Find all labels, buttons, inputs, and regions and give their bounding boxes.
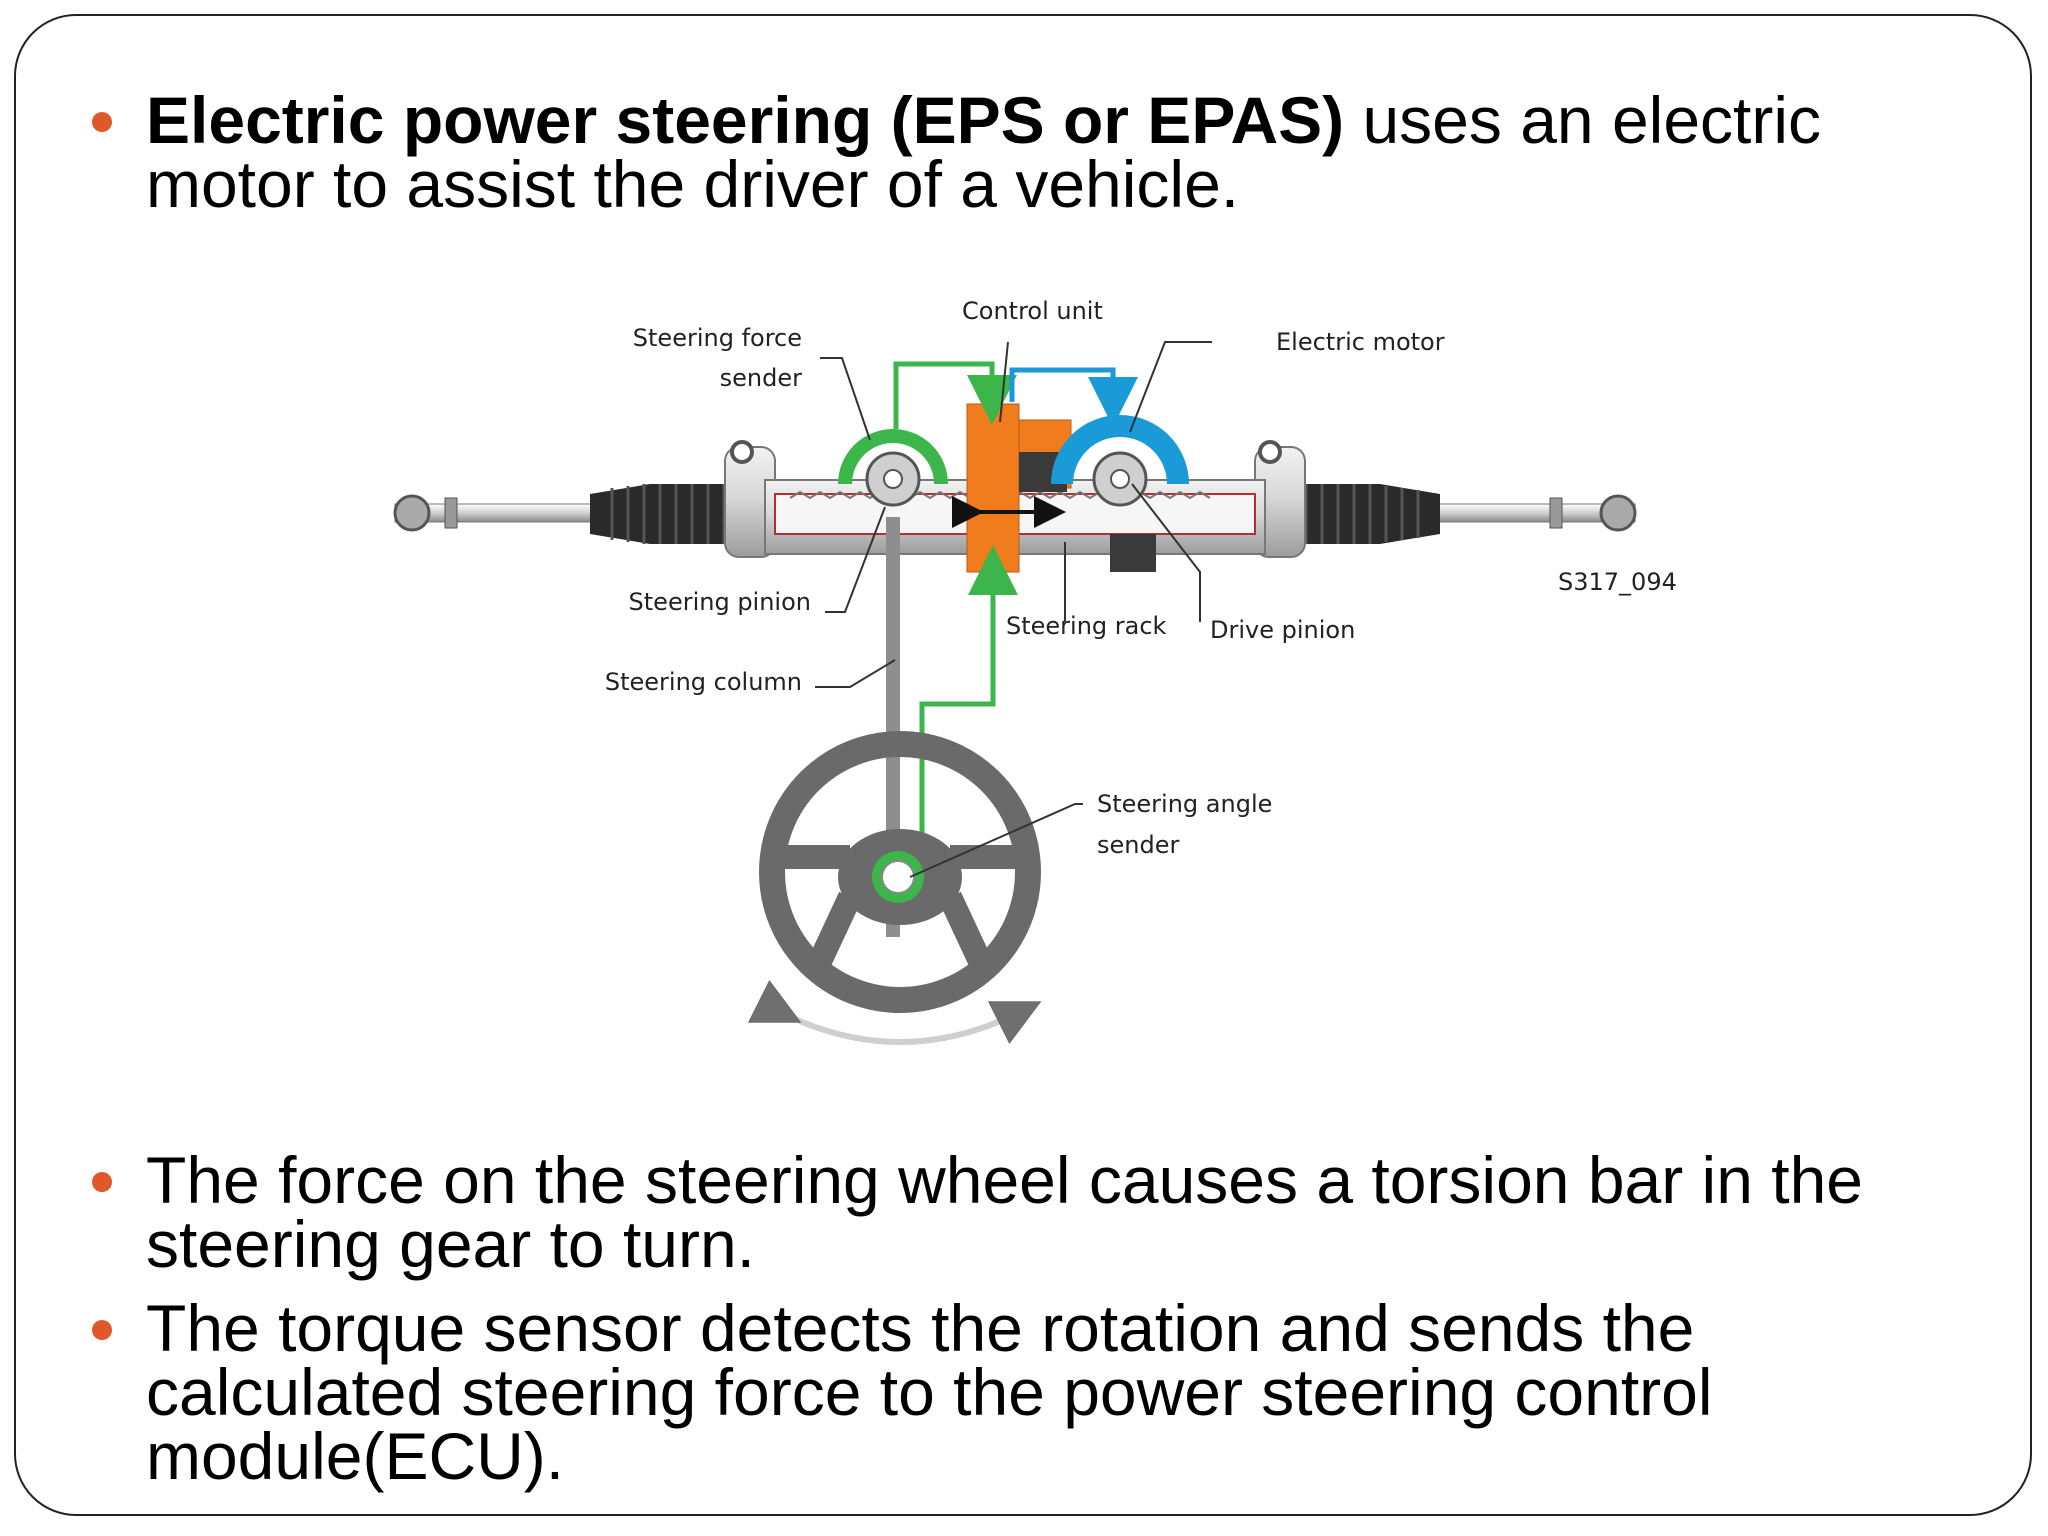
label-steering-angle-2: sender: [1097, 831, 1179, 859]
label-steering-force: Steering force: [633, 324, 802, 352]
left-tie-rod: [393, 494, 596, 532]
bullet-dot-icon: [92, 112, 112, 132]
label-electric-motor: Electric motor: [1276, 328, 1445, 356]
steering-wheel: [747, 731, 1042, 1045]
label-steering-force-2: sender: [720, 364, 802, 392]
bullet-bold-text: Electric power steering (EPS or EPAS): [146, 83, 1345, 157]
label-drive-pinion: Drive pinion: [1210, 616, 1355, 644]
motor-drive-arrow: [1009, 367, 1138, 427]
bullet-torsion-bar: The force on the steering wheel causes a…: [92, 1147, 1946, 1277]
eps-diagram: Steering force sender Control unit Elect…: [393, 297, 1677, 1045]
slide-frame: [14, 14, 2032, 1516]
bullet-eps-definition: Electric power steering (EPS or EPAS) us…: [92, 87, 1946, 217]
bullet-text: The force on the steering wheel causes a…: [146, 1143, 1863, 1281]
steering-force-sender: [838, 429, 948, 507]
label-steering-rack: Steering rack: [1006, 612, 1167, 640]
right-mount-bracket: [1254, 440, 1306, 558]
label-steering-pinion: Steering pinion: [629, 588, 811, 616]
bullet-dot-icon: [92, 1320, 112, 1340]
label-control-unit: Control unit: [962, 297, 1103, 325]
label-steering-angle: Steering angle: [1097, 790, 1272, 818]
bullet-dot-icon: [92, 1172, 112, 1192]
rotation-arrow-icon: [747, 979, 1042, 1045]
right-tie-rod: [1434, 494, 1637, 532]
control-unit: [966, 403, 1156, 573]
angle-signal-arrow: [919, 545, 1018, 842]
leader-lines: [815, 341, 1212, 878]
label-figure-code: S317_094: [1558, 568, 1677, 596]
bullet-text: The torque sensor detects the rotation a…: [146, 1291, 1713, 1493]
bullet-text: uses an electric motor to assist the dri…: [146, 83, 1822, 221]
vw-logo-icon: [881, 860, 915, 894]
label-steering-column: Steering column: [605, 668, 802, 696]
left-mount-bracket: [724, 440, 776, 558]
force-signal-arrow: [893, 361, 1017, 429]
bullet-torque-sensor: The torque sensor detects the rotation a…: [92, 1295, 1946, 1489]
